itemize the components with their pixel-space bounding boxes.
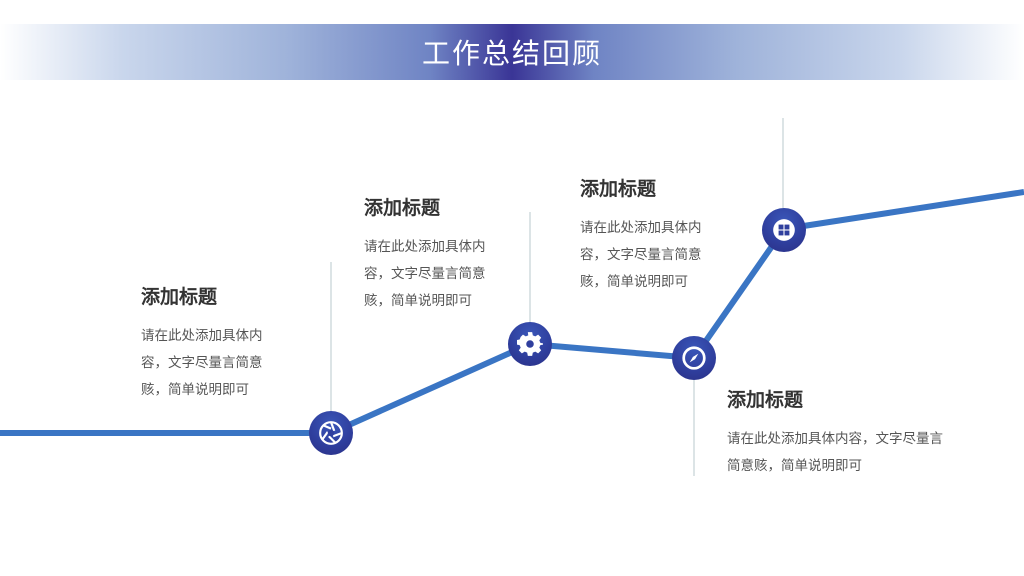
desc-line: 赅，简单说明即可 [364,293,472,309]
desc-line: 容，文字尽量言简意 [364,266,486,282]
desc-line: 容，文字尽量言简意 [580,247,702,263]
desc-line: 简意赅，简单说明即可 [727,458,862,474]
compass-icon [682,346,706,370]
desc-line: 容，文字尽量言简意 [141,355,263,371]
node-4 [762,208,806,252]
step-description: 请在此处添加具体内 容，文字尽量言简意 赅，简单说明即可 [364,234,544,315]
step-block-4: 添加标题 请在此处添加具体内容，文字尽量言 简意赅，简单说明即可 [727,385,987,480]
desc-line: 请在此处添加具体内 [580,220,702,236]
aperture-icon [319,421,343,445]
node-3 [672,336,716,380]
gear-icon [517,332,543,356]
step-title: 添加标题 [141,286,218,308]
node-1 [309,411,353,455]
desc-line: 请在此处添加具体内容，文字尽量言 [727,431,943,447]
step-title: 添加标题 [580,178,657,200]
step-block-3: 添加标题 请在此处添加具体内 容，文字尽量言简意 赅，简单说明即可 [580,174,760,296]
step-title: 添加标题 [364,197,441,219]
step-block-1: 添加标题 请在此处添加具体内 容，文字尽量言简意 赅，简单说明即可 [141,282,321,404]
page-title: 工作总结回顾 [421,37,602,70]
step-block-2: 添加标题 请在此处添加具体内 容，文字尽量言简意 赅，简单说明即可 [364,193,544,315]
step-description: 请在此处添加具体内 容，文字尽量言简意 赅，简单说明即可 [141,323,321,404]
desc-line: 请在此处添加具体内 [141,328,263,344]
desc-line: 请在此处添加具体内 [364,239,486,255]
desc-line: 赅，简单说明即可 [141,382,249,398]
windows-icon [773,219,795,241]
step-title: 添加标题 [727,389,804,411]
step-description: 请在此处添加具体内容，文字尽量言 简意赅，简单说明即可 [727,426,987,480]
node-2 [508,322,552,366]
desc-line: 赅，简单说明即可 [580,274,688,290]
trend-line [0,189,1024,436]
step-description: 请在此处添加具体内 容，文字尽量言简意 赅，简单说明即可 [580,215,760,296]
title-banner: 工作总结回顾 [0,24,1024,80]
